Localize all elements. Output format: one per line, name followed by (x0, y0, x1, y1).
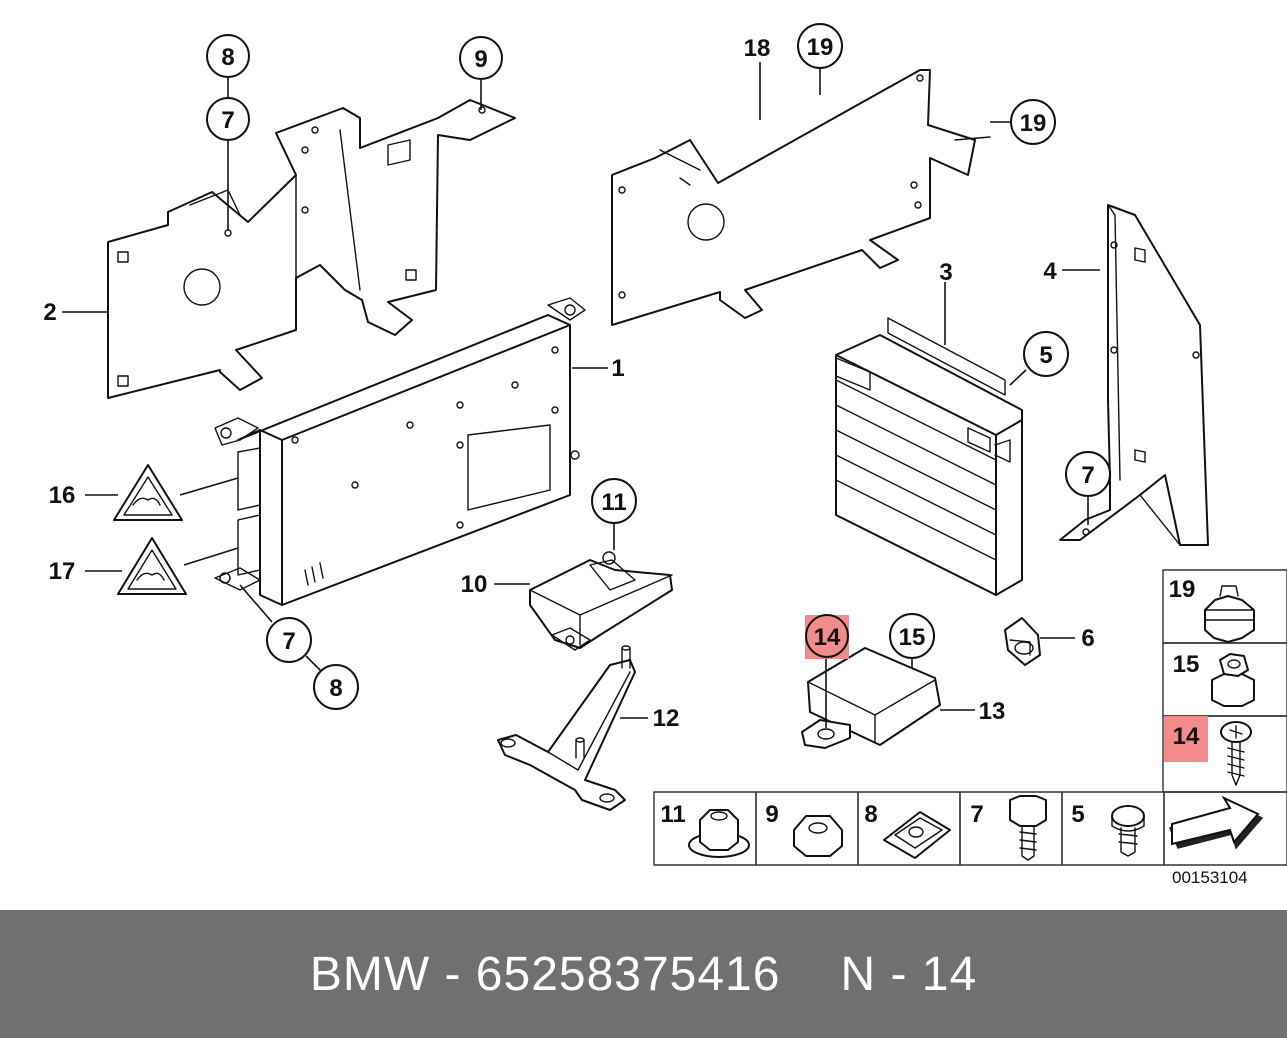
svg-text:1: 1 (611, 355, 624, 382)
bracket-part-12 (497, 645, 636, 811)
module-part-13 (801, 647, 941, 749)
svg-text:6: 6 (1081, 625, 1094, 652)
svg-text:19: 19 (1020, 110, 1047, 137)
svg-text:3: 3 (939, 259, 952, 286)
svg-text:7: 7 (1081, 462, 1094, 489)
clip-part-6 (1004, 617, 1041, 666)
warning-label-17 (117, 537, 187, 595)
svg-text:9: 9 (474, 46, 487, 73)
brand-name: BMW (309, 947, 431, 1001)
callout-5: 5 (1023, 331, 1069, 377)
svg-text:15: 15 (899, 624, 926, 651)
svg-text:2: 2 (43, 299, 56, 326)
svg-text:12: 12 (653, 705, 680, 732)
svg-text:5: 5 (1039, 342, 1052, 369)
svg-text:9: 9 (765, 801, 778, 828)
callout-1: 1 (611, 355, 624, 382)
bracket-part-18 (611, 69, 991, 326)
callout-9: 9 (459, 36, 503, 80)
legend-right: 19 15 14 (1162, 569, 1287, 793)
warning-label-16 (113, 464, 183, 521)
svg-text:8: 8 (864, 801, 877, 828)
callout-11: 11 (591, 478, 637, 524)
part-number: 65258375416 (475, 947, 781, 1001)
screw-icon (1220, 721, 1252, 786)
svg-text:16: 16 (49, 482, 76, 509)
callout-3: 3 (939, 259, 952, 286)
torx-screw-icon (1111, 805, 1145, 857)
callout-7-top: 7 (206, 97, 250, 141)
callout-17: 17 (49, 558, 76, 585)
callout-7-bottom: 7 (266, 617, 312, 663)
svg-text:11: 11 (660, 801, 685, 828)
callout-13: 13 (979, 698, 1006, 725)
callout-8-bottom: 8 (313, 664, 359, 710)
callout-8-top: 8 (206, 34, 250, 78)
direction-arrow-icon (1168, 795, 1264, 850)
svg-text:7: 7 (221, 107, 234, 134)
callout-4: 4 (1043, 258, 1057, 285)
svg-text:8: 8 (221, 44, 234, 71)
bolt-icon (1009, 795, 1047, 861)
callout-15: 15 (889, 613, 935, 659)
hex-nut-small-icon (793, 815, 843, 857)
flange-nut-icon (688, 809, 750, 858)
svg-text:5: 5 (1071, 801, 1084, 828)
callout-19-side: 19 (1010, 99, 1056, 145)
callout-6: 6 (1081, 625, 1094, 652)
callout-14-highlighted: 14 (805, 614, 849, 659)
leader-lines (62, 62, 1100, 728)
svg-text:13: 13 (979, 698, 1006, 725)
parts-diagram: 8 7 9 2 1 18 19 19 3 4 5 7 16 17 (43, 23, 1287, 887)
part-caption: BMW - 65258375416 N - 14 (0, 910, 1287, 1038)
callout-2: 2 (43, 299, 56, 326)
hex-nut-icon (1211, 653, 1255, 707)
callout-10: 10 (461, 571, 488, 598)
callout-19-top: 19 (797, 23, 843, 69)
bracket-part-2 (107, 99, 516, 399)
callout-7-right: 7 (1065, 451, 1111, 497)
toothed-nut-icon (1204, 585, 1255, 643)
position-label: N - 14 (840, 947, 978, 1001)
svg-text:17: 17 (49, 558, 76, 585)
svg-text:15: 15 (1173, 651, 1200, 678)
control-unit-part-1 (214, 297, 586, 606)
svg-text:19: 19 (807, 34, 834, 61)
svg-text:19: 19 (1169, 576, 1196, 603)
footer-bar: BMW - 65258375416 N - 14 (0, 910, 1287, 1038)
svg-text:7: 7 (282, 628, 295, 655)
module-part-10 (529, 551, 673, 651)
caption-separator: - (444, 947, 462, 1001)
clip-nut-icon (883, 811, 951, 859)
svg-text:8: 8 (329, 675, 342, 702)
callout-18: 18 (744, 35, 771, 62)
svg-text:14: 14 (1173, 723, 1200, 750)
bracket-part-4 (1059, 204, 1209, 546)
svg-text:4: 4 (1043, 258, 1057, 285)
svg-text:11: 11 (601, 489, 626, 516)
amplifier-part-3 (835, 317, 1023, 596)
drawing-number: 00153104 (1172, 868, 1248, 887)
legend-bottom: 11 9 8 7 5 (653, 791, 1287, 866)
svg-text:10: 10 (461, 571, 488, 598)
svg-text:7: 7 (970, 801, 983, 828)
callout-12: 12 (653, 705, 680, 732)
svg-text:14: 14 (814, 624, 841, 651)
svg-text:18: 18 (744, 35, 771, 62)
callout-16: 16 (49, 482, 76, 509)
